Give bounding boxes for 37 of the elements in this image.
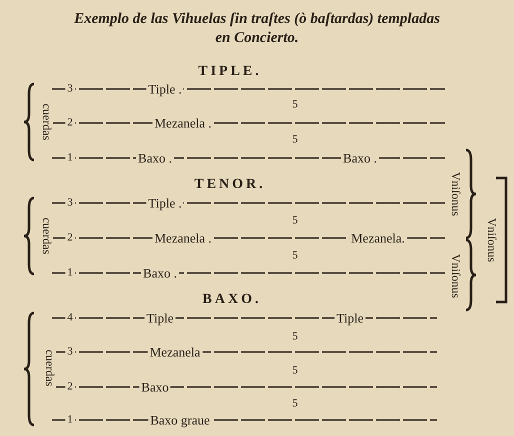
title: Exemplo de las Vihuelas ſin traſtes (ò baſtardas) templadas en Concierto. (73, 10, 441, 48)
interval-number: 5 (291, 100, 299, 110)
string-name: Mezanela. (349, 232, 407, 244)
bracket-label: cuerdas (41, 102, 53, 142)
interval-number: 5 (291, 250, 299, 262)
interval-number: 5 (291, 216, 299, 226)
string-number: 1 (65, 414, 75, 426)
interval-number: 5 (291, 332, 299, 342)
bracket-label: cuerdas (41, 216, 53, 256)
string-name: Tiple . (146, 196, 184, 210)
string-number: 2 (65, 118, 75, 128)
string-name: Baxo . (136, 152, 174, 164)
string-number: 2 (65, 232, 75, 244)
interval-number: 5 (291, 134, 299, 146)
string-name: Baxo (139, 380, 171, 394)
string-number: 1 (65, 268, 75, 278)
bracket-label: Vniſonus (450, 252, 462, 300)
string-name: Mezanela (148, 346, 202, 358)
interval-number: 5 (291, 398, 299, 410)
string-name: Mezanela . (152, 232, 214, 244)
string-number: 3 (65, 198, 75, 208)
string-name: Baxo . (341, 152, 379, 164)
string-name: Baxo . (141, 266, 179, 280)
bracket-label: Vniſonus (486, 216, 498, 264)
string-number: 2 (65, 382, 75, 392)
bracket-label: cuerdas (44, 348, 56, 388)
bracket-label: Vniſonus (450, 170, 462, 218)
string-number: 3 (65, 346, 75, 358)
string-name: Tiple . (146, 82, 184, 96)
string-name: Tiple (144, 312, 176, 324)
string-name: Tiple (334, 312, 366, 324)
string-number: 4 (65, 312, 75, 324)
string-name: Mezanela . (152, 116, 214, 130)
string-number: 1 (65, 152, 75, 164)
string-name: Baxo graue (148, 414, 212, 426)
string-number: 3 (65, 84, 75, 94)
interval-number: 5 (291, 366, 299, 376)
